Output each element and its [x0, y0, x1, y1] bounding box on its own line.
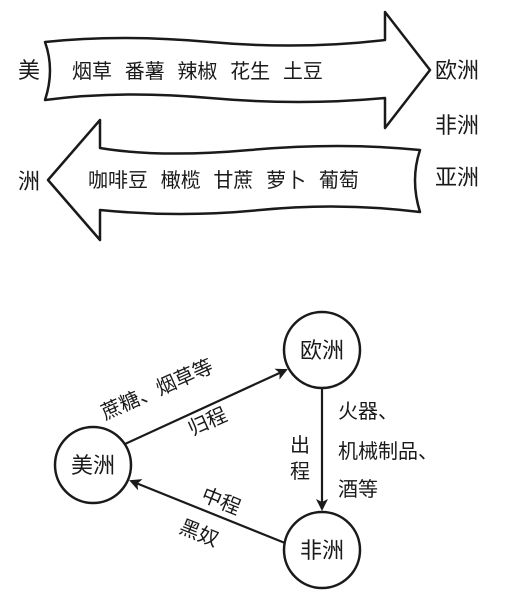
node-africa-circle — [282, 510, 362, 590]
edge-middle-arrow — [129, 479, 286, 545]
node-europe-circle — [282, 310, 362, 390]
left-label-upper: 美 — [18, 59, 40, 84]
return-route-label: 归程 — [184, 402, 230, 440]
outbound-cargo-line-3: 酒等 — [338, 477, 378, 501]
arrow-left-crops: 咖啡豆 橄榄 甘蔗 萝卜 葡萄 — [88, 168, 359, 192]
outbound-route-char-1: 出 — [290, 433, 310, 457]
outbound-cargo-line-1: 火器、 — [338, 399, 398, 423]
outbound-route-label: 出 程 — [290, 433, 316, 483]
right-pointing-arrow — [43, 10, 432, 130]
left-label-lower: 洲 — [18, 170, 40, 195]
middle-route-label: 中程 — [198, 482, 244, 519]
node-europe-label: 欧洲 — [300, 339, 344, 364]
continent-africa: 非洲 — [435, 114, 479, 139]
continent-asia: 亚洲 — [435, 166, 479, 191]
left-pointing-arrow — [46, 118, 422, 242]
edge-return-arrow — [124, 368, 288, 445]
node-america-circle — [53, 425, 133, 505]
outbound-route-char-2: 程 — [290, 459, 310, 483]
middle-cargo-label: 黑奴 — [176, 514, 222, 551]
node-africa-label: 非洲 — [300, 539, 344, 564]
outbound-cargo-line-2: 机械制品、 — [338, 439, 438, 463]
continent-europe: 欧洲 — [435, 59, 479, 84]
node-america-label: 美洲 — [71, 454, 115, 479]
arrow-right-crops: 烟草 番薯 辣椒 花生 土豆 — [72, 59, 323, 83]
